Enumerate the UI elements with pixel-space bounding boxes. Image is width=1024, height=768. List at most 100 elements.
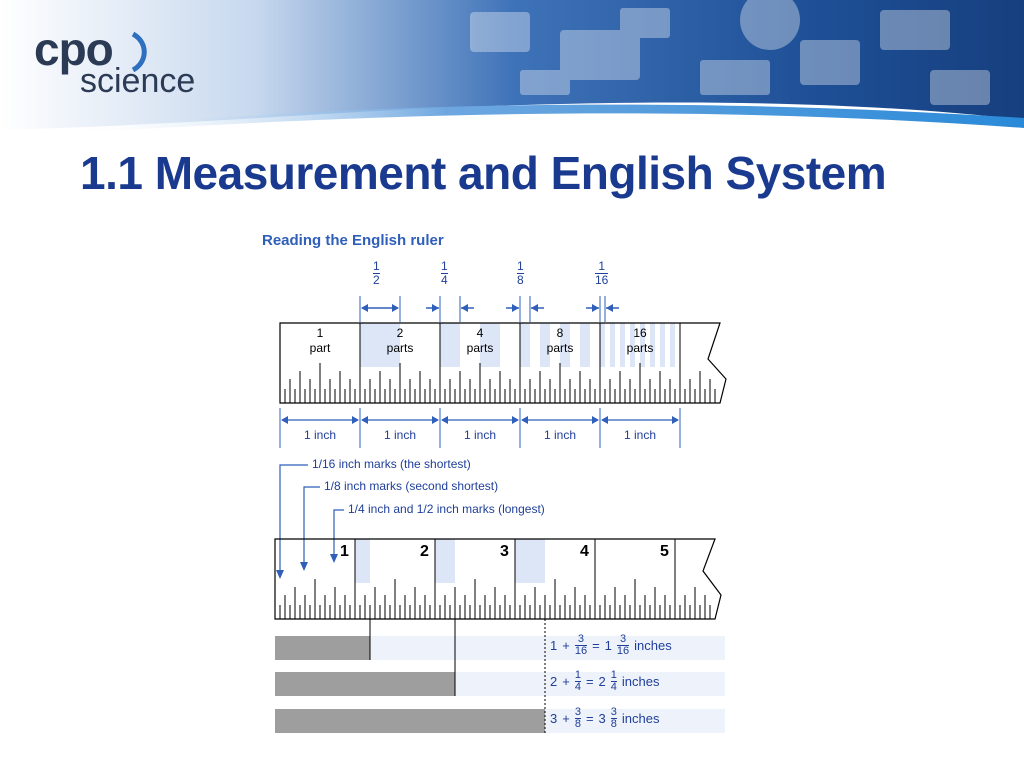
inch-label-4: 1 inch: [543, 428, 577, 442]
inch-dim-head-right-3: [512, 416, 519, 424]
cpo-science-logo: cpo science: [34, 22, 224, 112]
example-fraction-3-bar: [574, 718, 581, 719]
slide-title: 1.1 Measurement and English System: [80, 147, 887, 199]
ruler1-shade-2-0: [440, 323, 460, 367]
example-equals-3: =: [585, 711, 594, 726]
ruler1-shade-3-0: [520, 323, 530, 367]
top-fraction-2-denominator: 4: [441, 273, 448, 287]
inch-dim-head-left-3: [441, 416, 448, 424]
ruler1-shade-4-12: [660, 323, 665, 367]
top-fraction-1-bar: [373, 273, 380, 274]
ruler1-shade-4-2: [610, 323, 615, 367]
example-fraction-2-denominator: 4: [574, 681, 581, 693]
example-result-fraction-3-denominator: 8: [610, 718, 617, 730]
example-result-fraction-3-numerator: 3: [610, 706, 617, 718]
inch-dim-head-right-5: [672, 416, 679, 424]
inch-label-2: 1 inch: [383, 428, 417, 442]
ruler1-outline: [279, 322, 727, 404]
example-result-fraction-1-numerator: 3: [619, 633, 627, 645]
example-result-fraction-2-numerator: 1: [610, 669, 617, 681]
inch-dim-head-right-2: [432, 416, 439, 424]
example-fraction-1-numerator: 3: [577, 633, 585, 645]
mark-note-3: 1/4 inch and 1/2 inch marks (longest): [348, 502, 545, 516]
inch-dim-head-left-1: [281, 416, 288, 424]
example-whole-3: 3: [550, 711, 558, 726]
top-fraction-4-bar: [595, 273, 609, 274]
ruler1-shade-3-2: [540, 323, 550, 367]
example-equals-2: =: [585, 674, 594, 689]
part-label-word-3: parts: [466, 341, 494, 355]
example-whole-2: 2: [550, 674, 558, 689]
ruler1-shade-4-10: [650, 323, 655, 367]
part-label-count-4: 8: [556, 326, 564, 340]
ruler1-shade-4-4: [620, 323, 625, 367]
example-bar-3: [275, 709, 545, 733]
ruler2-number-1: 1: [340, 543, 349, 560]
example-unit-3: inches: [621, 711, 660, 726]
ruler1-shade-4-6: [630, 323, 635, 367]
top-fraction-3-denominator: 8: [517, 273, 524, 287]
part-label-word-4: parts: [546, 341, 574, 355]
example-result-fraction-3-bar: [610, 718, 617, 719]
inch-dim-head-left-2: [361, 416, 368, 424]
part-label-word-2: parts: [386, 341, 414, 355]
logo-science-text: science: [80, 62, 196, 100]
example-result-fraction-2-bar: [610, 681, 617, 682]
ruler2-number-3: 3: [500, 543, 509, 560]
example-bar-1: [275, 636, 370, 660]
top-arrow-head-out-2: [461, 304, 468, 312]
inch-dim-head-left-5: [601, 416, 608, 424]
top-fraction-4-numerator: 1: [598, 259, 606, 273]
ruler1-shade-1-0: [360, 323, 400, 367]
inch-dim-head-left-4: [521, 416, 528, 424]
mark-note-2: 1/8 inch marks (second shortest): [324, 479, 499, 493]
top-arrow-head-in-4: [592, 304, 599, 312]
example-fraction-3-numerator: 3: [574, 706, 581, 718]
example-result-fraction-1-bar: [616, 645, 630, 646]
top-fraction-3-numerator: 1: [517, 259, 524, 273]
mark-note-arrowhead-3: [330, 554, 338, 563]
example-plus-3: +: [562, 711, 570, 726]
ruler1-shade-4-14: [670, 323, 675, 367]
example-result-whole-3: 3: [598, 711, 606, 726]
ruler1-shade-4-8: [640, 323, 645, 367]
ruler1-shade-4-0: [600, 323, 605, 367]
example-fraction-1-denominator: 16: [574, 645, 588, 657]
example-fraction-3-denominator: 8: [574, 718, 581, 730]
ruler-diagram: [274, 296, 727, 733]
part-label-count-5: 16: [633, 326, 647, 340]
mark-note-leader-2: [303, 486, 320, 563]
inch-dim-head-right-4: [592, 416, 599, 424]
top-fraction-2-numerator: 1: [441, 259, 448, 273]
top-arrow-head-in-3: [512, 304, 519, 312]
example-unit-2: inches: [621, 674, 660, 689]
example-fraction-1-bar: [574, 645, 588, 646]
header-background: [0, 0, 1024, 134]
ruler2-outline: [274, 538, 722, 620]
ruler2-shade-2: [435, 539, 455, 583]
inch-label-3: 1 inch: [463, 428, 497, 442]
ruler1-shade-2-2: [480, 323, 500, 367]
logo-arc-icon: [131, 32, 147, 72]
part-label-count-3: 4: [476, 326, 484, 340]
mark-note-arrowhead-1: [276, 570, 284, 579]
example-unit-1: inches: [634, 638, 672, 653]
example-result-fraction-1-denominator: 16: [616, 645, 630, 657]
part-label-word-5: parts: [626, 341, 654, 355]
figure-heading: Reading the English ruler: [262, 232, 444, 249]
inch-label-5: 1 inch: [623, 428, 657, 442]
top-arrow-head-in-2: [432, 304, 439, 312]
mark-note-1: 1/16 inch marks (the shortest): [312, 457, 471, 471]
mark-note-leader-1: [279, 464, 308, 571]
example-whole-1: 1: [550, 638, 558, 653]
top-fraction-1-numerator: 1: [373, 259, 380, 273]
